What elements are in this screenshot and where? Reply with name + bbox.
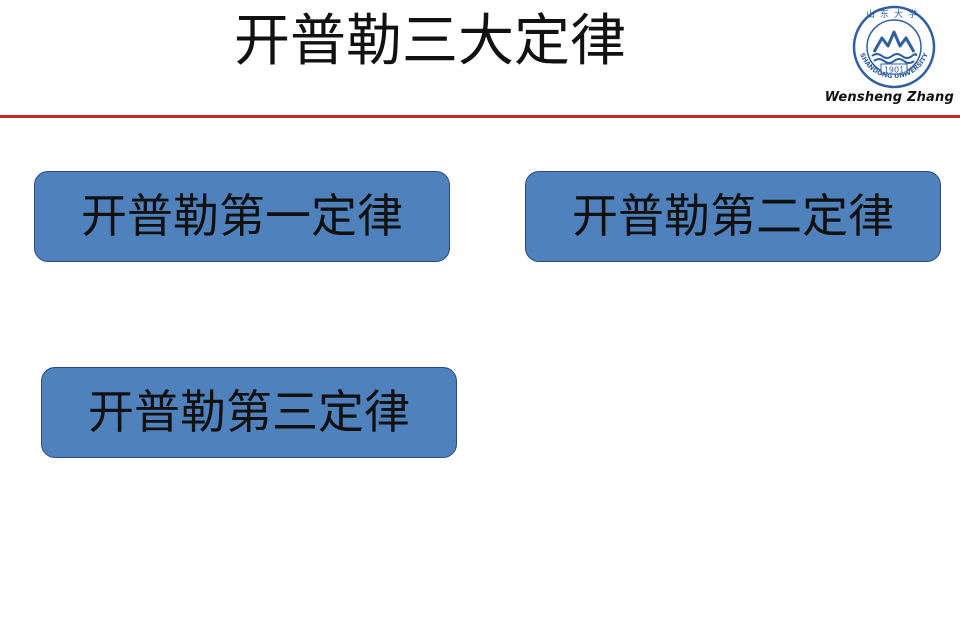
kepler-second-law-button[interactable]: 开普勒第二定律 <box>525 171 941 262</box>
author-signature: Wensheng Zhang <box>824 90 954 105</box>
slide-title: 开普勒三大定律 <box>234 9 626 74</box>
kepler-first-law-button[interactable]: 开普勒第一定律 <box>34 171 450 262</box>
kepler-third-law-button[interactable]: 开普勒第三定律 <box>41 367 457 458</box>
shandong-university-logo: 1901 山东大学 SHANDONG UNIVERSITY <box>852 5 936 89</box>
title-divider <box>0 115 960 118</box>
logo-year: 1901 <box>884 66 904 75</box>
logo-seal-text: 山东大学 <box>866 8 922 20</box>
